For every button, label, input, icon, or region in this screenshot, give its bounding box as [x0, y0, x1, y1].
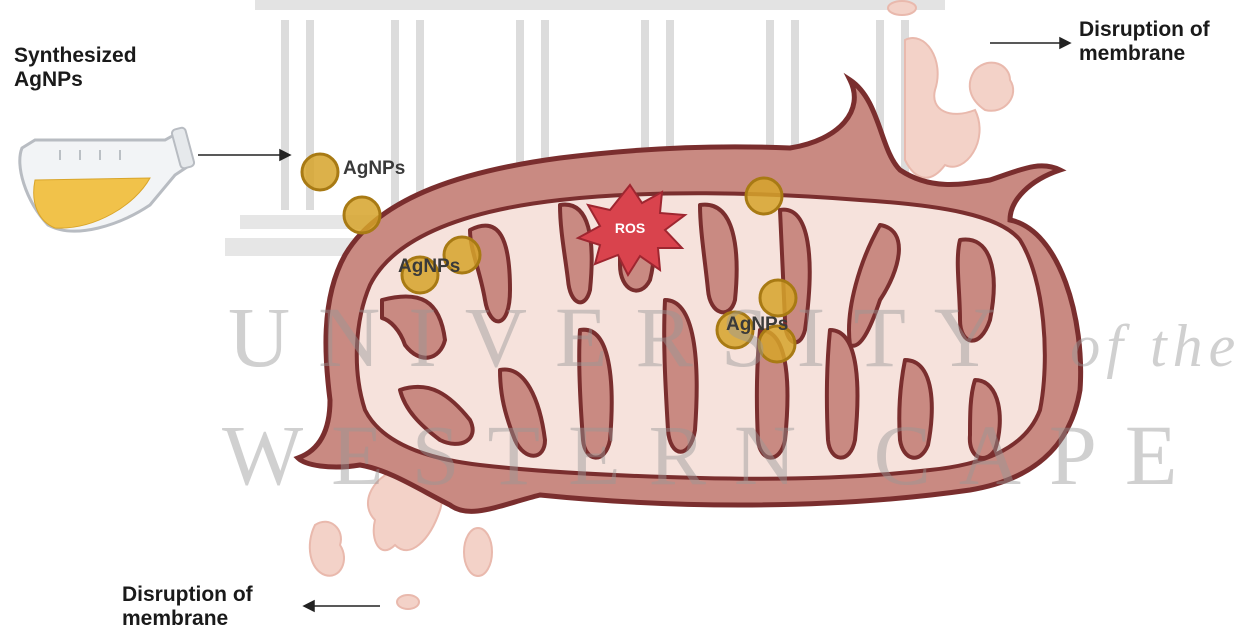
watermark-university: UNIVERSITY of the: [228, 292, 1241, 391]
nanoparticle: [344, 197, 380, 233]
agnps-label-top: AgNPs: [343, 158, 405, 180]
watermark-western-cape: WESTERN CAPE: [222, 410, 1205, 500]
nanoparticle: [302, 154, 338, 190]
agnps-label-right: AgNPs: [726, 314, 788, 336]
synthesized-agnps-label: Synthesized AgNPs: [14, 44, 137, 92]
watermark-line2: WESTERN CAPE: [222, 407, 1205, 503]
agnps-label-left: AgNPs: [398, 256, 460, 278]
watermark-line1: UNIVERSITY: [228, 289, 1021, 385]
disruption-top-label: Disruption of membrane: [1079, 18, 1210, 66]
flask-icon: [20, 127, 195, 231]
watermark-italic: of the: [1070, 313, 1241, 379]
nanoparticle: [746, 178, 782, 214]
disruption-bottom-label: Disruption of membrane: [122, 583, 253, 631]
ros-label: ROS: [615, 220, 645, 236]
